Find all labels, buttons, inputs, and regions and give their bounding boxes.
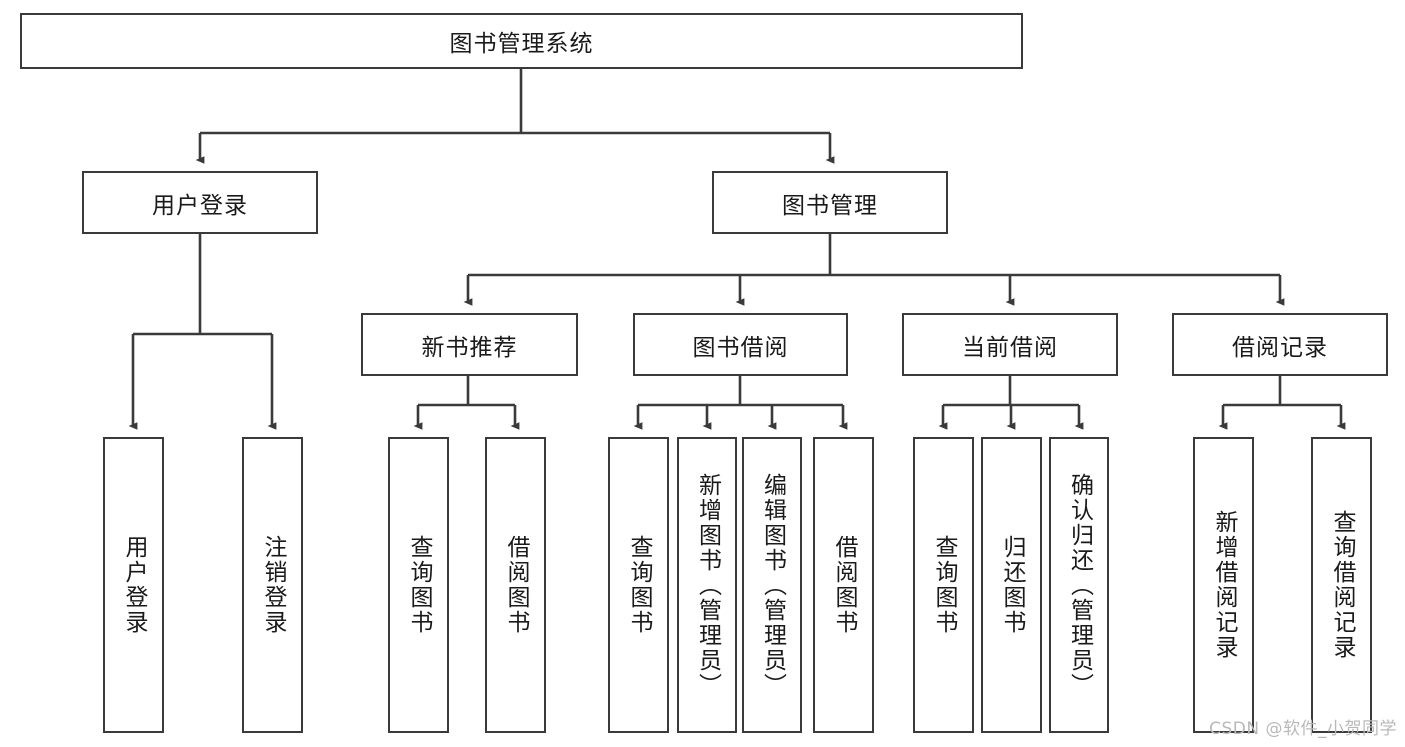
- node-label: 新增借阅记录: [1211, 510, 1237, 660]
- node-label: 注销登录: [260, 535, 286, 635]
- node-label: 查询图书: [626, 535, 652, 635]
- node-leaf-add-borrow-record[interactable]: 新增借阅记录: [1193, 437, 1254, 733]
- node-label: 编辑图书（管理员）: [759, 472, 786, 698]
- node-leaf-return-book[interactable]: 归还图书: [981, 437, 1042, 733]
- node-label: 查询借阅记录: [1329, 510, 1355, 660]
- node-leaf-borrow-book-2[interactable]: 借阅图书: [813, 437, 874, 733]
- node-leaf-add-book[interactable]: 新增图书（管理员）: [677, 437, 737, 733]
- node-borrow-record[interactable]: 借阅记录: [1172, 313, 1388, 376]
- node-book-borrow[interactable]: 图书借阅: [633, 313, 848, 376]
- node-leaf-user-login[interactable]: 用户登录: [103, 437, 164, 733]
- node-label: 借阅图书: [831, 535, 857, 635]
- node-book-manage[interactable]: 图书管理: [712, 171, 948, 234]
- node-label: 查询图书: [406, 535, 432, 635]
- node-leaf-borrow-book-1[interactable]: 借阅图书: [485, 437, 546, 733]
- node-leaf-edit-book[interactable]: 编辑图书（管理员）: [742, 437, 802, 733]
- node-label: 图书借阅: [692, 334, 789, 361]
- node-label: 查询图书: [931, 535, 957, 635]
- node-leaf-logout-login[interactable]: 注销登录: [242, 437, 303, 733]
- node-label: 新增图书（管理员）: [694, 472, 721, 698]
- node-current-borrow[interactable]: 当前借阅: [902, 313, 1118, 376]
- watermark-text: CSDN @软件_小贺同学: [1209, 719, 1397, 739]
- node-label: 确认归还（管理员）: [1066, 472, 1093, 698]
- node-leaf-query-book-3[interactable]: 查询图书: [913, 437, 974, 733]
- node-label: 图书管理: [782, 192, 878, 219]
- node-label: 借阅记录: [1232, 334, 1328, 361]
- node-leaf-query-book-2[interactable]: 查询图书: [608, 437, 669, 733]
- node-leaf-confirm-return[interactable]: 确认归还（管理员）: [1049, 437, 1109, 733]
- node-new-book-recommend[interactable]: 新书推荐: [361, 313, 578, 376]
- node-leaf-query-book-1[interactable]: 查询图书: [388, 437, 449, 733]
- node-leaf-query-borrow-record[interactable]: 查询借阅记录: [1311, 437, 1372, 733]
- node-label: 用户登录: [121, 535, 147, 635]
- node-book-management-system[interactable]: 图书管理系统: [20, 13, 1023, 69]
- node-user-login[interactable]: 用户登录: [82, 171, 318, 234]
- node-label: 归还图书: [999, 535, 1025, 635]
- node-label: 新书推荐: [421, 334, 518, 361]
- node-label: 借阅图书: [503, 535, 529, 635]
- node-label: 图书管理系统: [449, 31, 594, 57]
- node-label: 当前借阅: [962, 334, 1058, 361]
- node-label: 用户登录: [152, 192, 248, 219]
